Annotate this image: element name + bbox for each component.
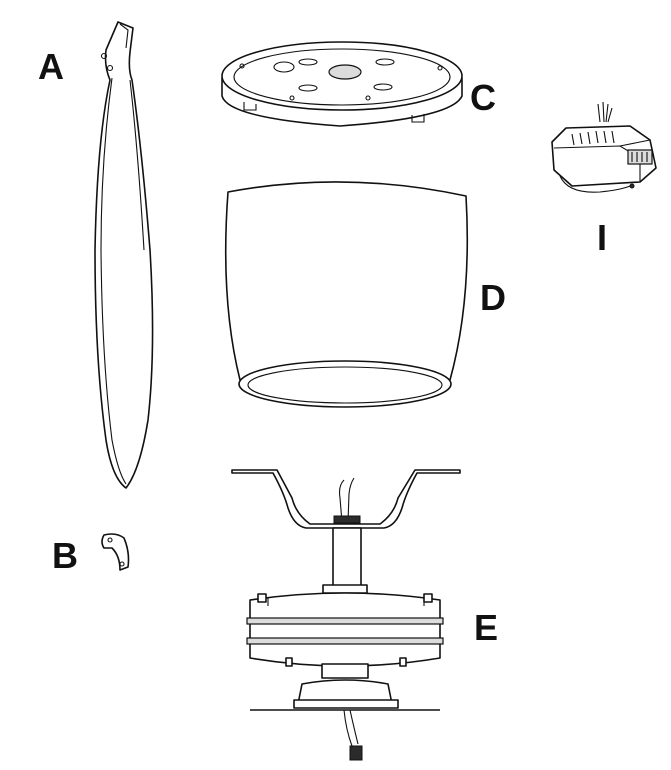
receiver-part <box>551 101 657 193</box>
label-d: D <box>480 277 506 318</box>
housing-part <box>224 181 469 408</box>
motor-part <box>231 469 461 761</box>
label-b: B <box>52 535 78 576</box>
label-c: C <box>470 77 496 118</box>
label-e: E <box>474 607 498 648</box>
label-a: A <box>38 46 64 87</box>
label-i: I <box>597 217 607 258</box>
blade-bracket-part <box>101 533 130 571</box>
canopy-plate-part <box>221 41 463 127</box>
fan-blade-part <box>94 21 154 489</box>
